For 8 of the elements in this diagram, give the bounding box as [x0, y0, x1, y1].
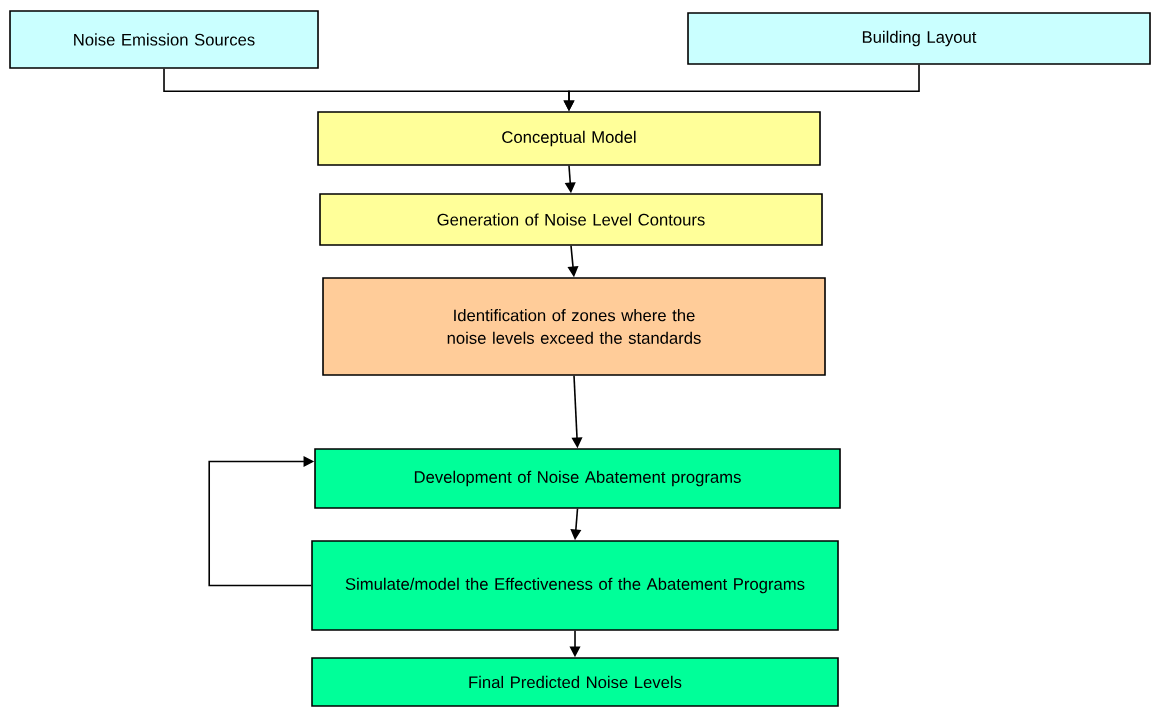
process-box: Identification of zones where the noise levels exceed the standards: [322, 277, 826, 376]
process-box: Development of Noise Abatement programs: [314, 448, 841, 509]
input-box: Building Layout: [687, 12, 1151, 65]
process-box: Simulate/model the Effectiveness of the Abatement Programs: [311, 540, 839, 631]
process-box: Generation of Noise Level Contours: [319, 193, 823, 246]
process-box: Conceptual Model: [317, 111, 821, 166]
process-box: Final Predicted Noise Levels: [311, 657, 839, 707]
input-box: Noise Emission Sources: [9, 10, 319, 69]
